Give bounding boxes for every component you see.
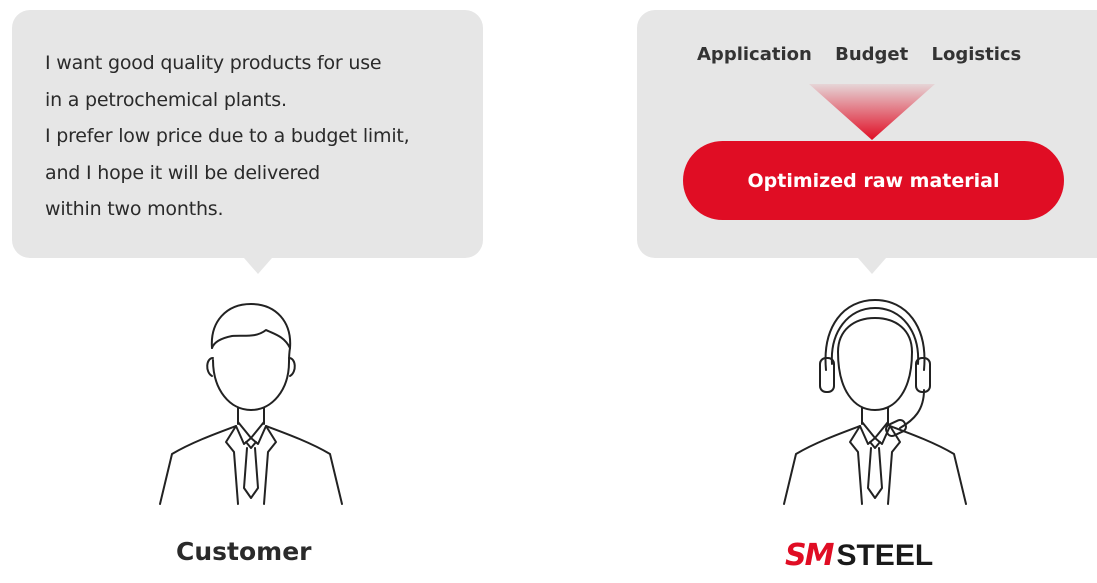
bubble-tail xyxy=(244,258,272,274)
brand-name: STEEL xyxy=(836,539,934,572)
sm-steel-logo: SM STEEL xyxy=(785,538,933,573)
headset-agent-icon xyxy=(764,292,986,514)
result-label: Optimized raw material xyxy=(747,169,1000,192)
optimized-result-badge: Optimized raw material xyxy=(683,141,1064,220)
speech-line: I prefer low price due to a budget limit… xyxy=(45,125,410,147)
factor-application: Application xyxy=(697,44,812,65)
factor-list: Application Budget Logistics xyxy=(697,44,1038,65)
businessman-icon xyxy=(140,292,362,514)
factor-logistics: Logistics xyxy=(931,44,1022,65)
factor-budget: Budget xyxy=(835,44,909,65)
speech-line: in a petrochemical plants. xyxy=(45,88,287,111)
speech-line: I want good quality products for use xyxy=(45,52,382,74)
down-arrow-icon xyxy=(809,84,935,144)
brand-mark: SM xyxy=(785,538,834,573)
customer-label: Customer xyxy=(176,537,312,566)
customer-speech-bubble: I want good quality products for use in … xyxy=(12,10,483,274)
speech-line: within two months. xyxy=(45,198,224,220)
bubble-tail xyxy=(858,258,886,274)
supplier-speech-bubble: Application Budget Logistics Optimized r… xyxy=(637,10,1097,274)
customer-speech-text: I want good quality products for use in … xyxy=(45,45,410,228)
speech-line: and I hope it will be delivered xyxy=(45,161,321,184)
